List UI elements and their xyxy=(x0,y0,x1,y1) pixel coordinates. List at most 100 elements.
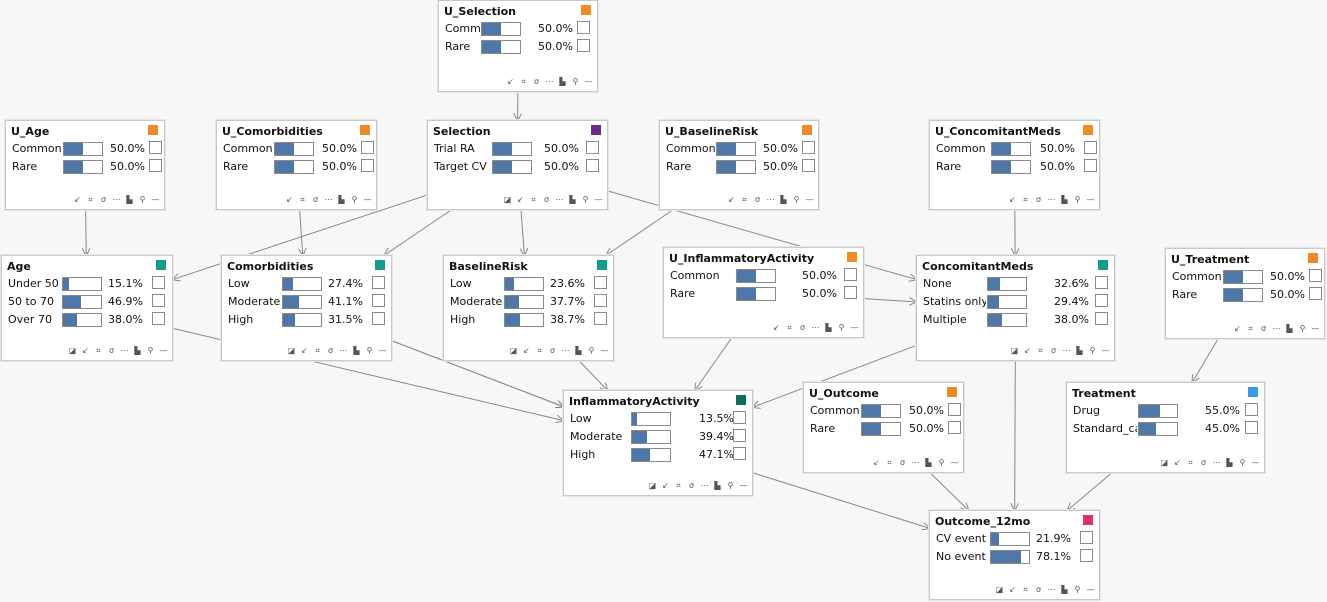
evidence-checkbox[interactable] xyxy=(361,159,374,172)
histogram-icon[interactable]: ▙ xyxy=(925,457,932,467)
minimize-icon[interactable]: — xyxy=(584,76,593,86)
histogram-icon[interactable]: ▙ xyxy=(1061,584,1068,594)
sigma-icon[interactable]: σ xyxy=(1035,584,1042,594)
evidence-checkbox[interactable] xyxy=(1245,421,1258,434)
zoom-icon[interactable]: ⚲ xyxy=(1074,194,1081,204)
evidence-checkbox[interactable] xyxy=(1080,549,1093,562)
grid-icon[interactable]: ⌗ xyxy=(1023,194,1028,204)
evidence-checkbox[interactable] xyxy=(948,421,961,434)
node-color-swatch[interactable] xyxy=(375,260,385,270)
evidence-checkbox[interactable] xyxy=(844,286,857,299)
arrow-icon[interactable]: ↙ xyxy=(728,194,735,204)
minimize-icon[interactable]: — xyxy=(600,345,609,355)
node-color-swatch[interactable] xyxy=(360,125,370,135)
evidence-icon[interactable]: ◪ xyxy=(287,345,296,355)
histogram-icon[interactable]: ▙ xyxy=(1226,457,1233,467)
histogram-icon[interactable]: ▙ xyxy=(780,194,787,204)
evidence-checkbox[interactable] xyxy=(1095,312,1108,325)
evidence-checkbox[interactable] xyxy=(733,447,746,460)
minimize-icon[interactable]: — xyxy=(805,194,814,204)
evidence-checkbox[interactable] xyxy=(361,141,374,154)
sigma-icon[interactable]: σ xyxy=(754,194,761,204)
grid-icon[interactable]: ⌗ xyxy=(537,345,542,355)
evidence-checkbox[interactable] xyxy=(1245,403,1258,416)
more-icon[interactable]: ⋯ xyxy=(324,194,333,204)
node-color-swatch[interactable] xyxy=(802,125,812,135)
evidence-checkbox[interactable] xyxy=(1095,276,1108,289)
node-color-swatch[interactable] xyxy=(947,387,957,397)
node-color-swatch[interactable] xyxy=(148,125,158,135)
evidence-checkbox[interactable] xyxy=(594,312,607,325)
histogram-icon[interactable]: ▙ xyxy=(575,345,582,355)
arrow-icon[interactable]: ↙ xyxy=(286,194,293,204)
minimize-icon[interactable]: — xyxy=(378,345,387,355)
evidence-checkbox[interactable] xyxy=(844,268,857,281)
zoom-icon[interactable]: ⚲ xyxy=(582,194,589,204)
grid-icon[interactable]: ⌗ xyxy=(531,194,536,204)
evidence-checkbox[interactable] xyxy=(372,294,385,307)
node-color-swatch[interactable] xyxy=(1308,253,1318,263)
evidence-checkbox[interactable] xyxy=(733,429,746,442)
evidence-checkbox[interactable] xyxy=(948,403,961,416)
sigma-icon[interactable]: σ xyxy=(1200,457,1207,467)
sigma-icon[interactable]: σ xyxy=(327,345,334,355)
zoom-icon[interactable]: ⚲ xyxy=(147,345,154,355)
arrow-icon[interactable]: ↙ xyxy=(301,345,308,355)
evidence-checkbox[interactable] xyxy=(1084,141,1097,154)
histogram-icon[interactable]: ▙ xyxy=(714,480,721,490)
more-icon[interactable]: ⋯ xyxy=(112,194,121,204)
minimize-icon[interactable]: — xyxy=(1086,584,1095,594)
histogram-icon[interactable]: ▙ xyxy=(353,345,360,355)
sigma-icon[interactable]: σ xyxy=(549,345,556,355)
node-color-swatch[interactable] xyxy=(581,5,591,15)
zoom-icon[interactable]: ⚲ xyxy=(366,345,373,355)
grid-icon[interactable]: ⌗ xyxy=(887,457,892,467)
more-icon[interactable]: ⋯ xyxy=(339,345,348,355)
evidence-icon[interactable]: ◪ xyxy=(503,194,512,204)
histogram-icon[interactable]: ▙ xyxy=(1061,194,1068,204)
more-icon[interactable]: ⋯ xyxy=(1272,323,1281,333)
more-icon[interactable]: ⋯ xyxy=(561,345,570,355)
zoom-icon[interactable]: ⚲ xyxy=(1074,584,1081,594)
node-color-swatch[interactable] xyxy=(156,260,166,270)
grid-icon[interactable]: ⌗ xyxy=(96,345,101,355)
arrow-icon[interactable]: ↙ xyxy=(1174,457,1181,467)
minimize-icon[interactable]: — xyxy=(850,322,859,332)
arrow-icon[interactable]: ↙ xyxy=(1024,345,1031,355)
evidence-checkbox[interactable] xyxy=(586,159,599,172)
evidence-icon[interactable]: ◪ xyxy=(648,480,657,490)
zoom-icon[interactable]: ⚲ xyxy=(727,480,734,490)
zoom-icon[interactable]: ⚲ xyxy=(1299,323,1306,333)
more-icon[interactable]: ⋯ xyxy=(766,194,775,204)
more-icon[interactable]: ⋯ xyxy=(911,457,920,467)
grid-icon[interactable]: ⌗ xyxy=(1248,323,1253,333)
minimize-icon[interactable]: — xyxy=(1101,345,1110,355)
sigma-icon[interactable]: σ xyxy=(543,194,550,204)
grid-icon[interactable]: ⌗ xyxy=(300,194,305,204)
arrow-icon[interactable]: ↙ xyxy=(1009,194,1016,204)
evidence-checkbox[interactable] xyxy=(802,159,815,172)
evidence-checkbox[interactable] xyxy=(733,411,746,424)
zoom-icon[interactable]: ⚲ xyxy=(351,194,358,204)
minimize-icon[interactable]: — xyxy=(151,194,160,204)
more-icon[interactable]: ⋯ xyxy=(700,480,709,490)
more-icon[interactable]: ⋯ xyxy=(1062,345,1071,355)
histogram-icon[interactable]: ▙ xyxy=(1076,345,1083,355)
grid-icon[interactable]: ⌗ xyxy=(1023,584,1028,594)
grid-icon[interactable]: ⌗ xyxy=(88,194,93,204)
sigma-icon[interactable]: σ xyxy=(1035,194,1042,204)
evidence-icon[interactable]: ◪ xyxy=(1160,457,1169,467)
evidence-checkbox[interactable] xyxy=(802,141,815,154)
more-icon[interactable]: ⋯ xyxy=(1212,457,1221,467)
histogram-icon[interactable]: ▙ xyxy=(338,194,345,204)
arrow-icon[interactable]: ↙ xyxy=(82,345,89,355)
